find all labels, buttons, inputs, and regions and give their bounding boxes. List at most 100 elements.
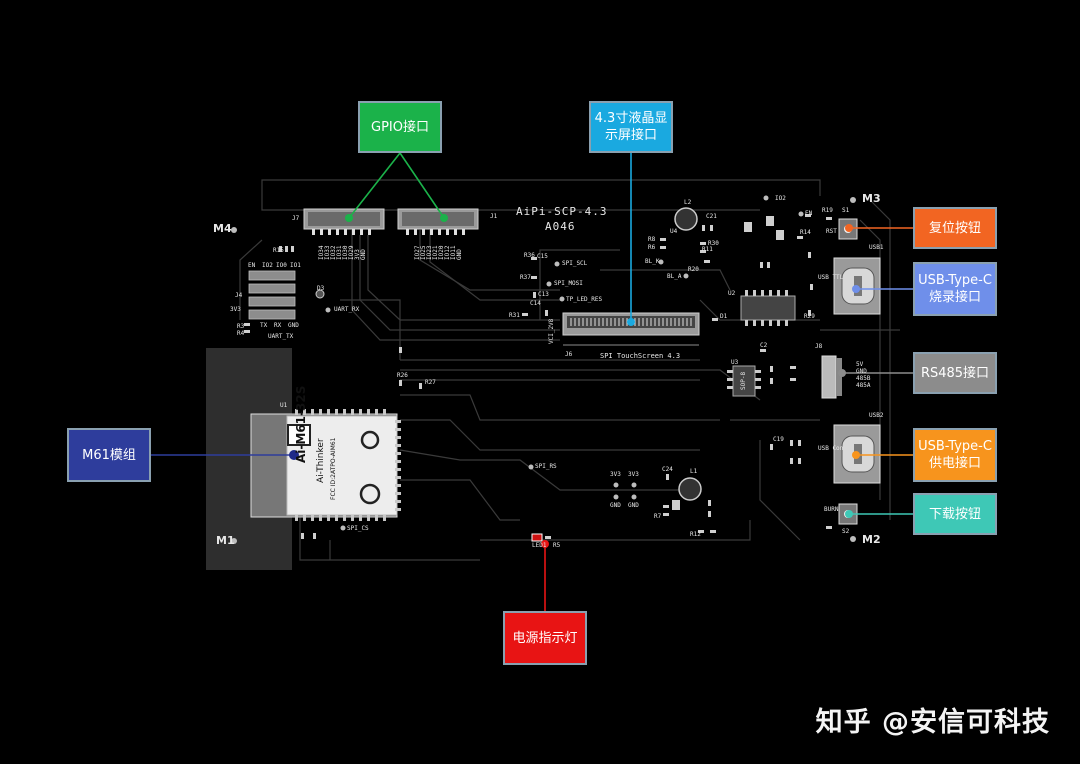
ref-usb-con: USB Con (818, 445, 844, 452)
callout-lcd: 4.3寸液晶显 示屏接口 (589, 101, 673, 153)
mount-label-m2: M2 (862, 533, 881, 546)
ref-r36: R36 (524, 252, 535, 259)
j4-pin-rx: RX (274, 322, 282, 329)
test-points (325, 195, 804, 531)
net-spi-scl: SPI_SCL (562, 260, 588, 267)
label-j6: J6 (565, 351, 573, 358)
net-en: EN (805, 210, 813, 217)
callout-module: M61模组 (67, 428, 151, 482)
j4-pin-en: EN (248, 262, 256, 269)
ref-s2: S2 (842, 528, 850, 535)
mount-label-m4: M4 (213, 222, 232, 235)
ref-r19: R19 (822, 207, 833, 214)
power-led (531, 533, 543, 542)
j4-pin-3v3: 3V3 (230, 306, 241, 313)
j4-pin-gnd: GND (288, 322, 299, 329)
ref-burn: BURN (824, 506, 839, 513)
ref-r29: R29 (804, 313, 815, 320)
ref-u4: U4 (670, 228, 678, 235)
net-spi-cs: SPI_CS (347, 525, 369, 532)
terminal-j8 (821, 355, 842, 399)
ref-d1: D1 (720, 313, 728, 320)
callout-reset: 复位按钮 (913, 207, 997, 249)
ref-sop8: SOP-8 (740, 371, 747, 390)
ref-led1: LED1 (532, 542, 547, 549)
ref-3v3-b: 3V3 (628, 471, 639, 478)
ref-r15: R15 (273, 247, 284, 254)
mount-label-m3: M3 (862, 192, 881, 205)
ref-r11: R11 (702, 246, 713, 253)
inductor-l2 (674, 207, 698, 231)
module-fcc: FCC ID:2ATPO-AIM61 (330, 437, 337, 501)
ref-r5: R5 (553, 542, 561, 549)
ref-r31: R31 (509, 312, 520, 319)
ref-3v3-a: 3V3 (610, 471, 621, 478)
board-name: AiPi-SCP-4.3 (516, 205, 608, 218)
watermark: 知乎 @安信可科技 (815, 707, 1050, 738)
ref-s1: S1 (842, 207, 850, 214)
label-j7: J7 (292, 215, 300, 222)
ref-usb2: USB2 (869, 412, 884, 419)
callout-gpio: GPIO接口 (358, 101, 442, 153)
j1-pin: GND (456, 249, 463, 260)
ref-u2: U2 (728, 290, 736, 297)
callout-anchor-dots (289, 214, 860, 548)
diode-d3 (315, 289, 325, 299)
j4-pin-io1: IO1 (290, 262, 301, 269)
net-bl-a: BL_A (667, 273, 682, 280)
net-uart-rx: UART_RX (334, 306, 360, 313)
mount-hole-m3 (850, 197, 856, 203)
callout-usb-power: USB-Type-C 供电接口 (913, 428, 997, 482)
label-j8: J8 (815, 343, 823, 350)
j8-pin-gnd: GND (856, 368, 867, 375)
mount-hole-m1 (231, 538, 237, 544)
ref-c15: C15 (537, 253, 548, 260)
j4-pin-io0: IO0 (276, 262, 287, 269)
ref-r26: R26 (397, 372, 408, 379)
ref-rst: RST (826, 228, 837, 235)
net-uart-tx: UART_TX (268, 333, 294, 340)
ref-c24: C24 (662, 466, 673, 473)
callout-lines (151, 152, 913, 611)
ref-gnd-b: GND (628, 502, 639, 509)
net-vci-2v8: VCI_2V8 (548, 318, 555, 344)
connector-j1 (397, 208, 479, 235)
board-code: A046 (545, 220, 576, 233)
j4-pin-tx: TX (260, 322, 268, 329)
ref-r14: R14 (800, 229, 811, 236)
ref-r6: R6 (648, 244, 656, 251)
ref-r8: R8 (648, 236, 656, 243)
board-traces (239, 179, 900, 561)
ref-d3: D3 (317, 285, 325, 292)
header-j4 (248, 270, 296, 320)
mount-label-m1: M1 (216, 534, 235, 547)
ref-u3: U3 (731, 359, 739, 366)
module-u1 (250, 409, 401, 521)
ic-u3 (727, 365, 761, 397)
callout-rs485: RS485接口 (913, 352, 997, 394)
ref-r3: R3 (237, 323, 245, 330)
ref-c19: C19 (773, 436, 784, 443)
ref-r7: R7 (654, 513, 662, 520)
ref-gnd-a: GND (610, 502, 621, 509)
j4-pin-io2: IO2 (262, 262, 273, 269)
ref-c21: C21 (706, 213, 717, 220)
callout-power-led: 电源指示灯 (503, 611, 587, 665)
smd-components (244, 214, 832, 539)
ref-r27: R27 (425, 379, 436, 386)
net-spi-mosi: SPI_MOSI (554, 280, 583, 287)
net-bl-k: BL_K (645, 258, 660, 265)
net-io2: IO2 (775, 195, 786, 202)
ref-r12: R12 (690, 531, 701, 538)
net-tp-led-res: TP_LED_RES (566, 296, 603, 303)
ref-r4: R4 (237, 330, 245, 337)
ref-c2: C2 (760, 342, 768, 349)
ref-usb1: USB1 (869, 244, 884, 251)
ic-u2 (740, 290, 796, 326)
callout-usb-burn: USB-Type-C 烧录接口 (913, 262, 997, 316)
ref-r30: R30 (708, 240, 719, 247)
module-model: Ai-M61-32S (294, 385, 308, 463)
j8-pin-485a: 485A (856, 382, 871, 389)
mount-hole-m4 (231, 227, 237, 233)
